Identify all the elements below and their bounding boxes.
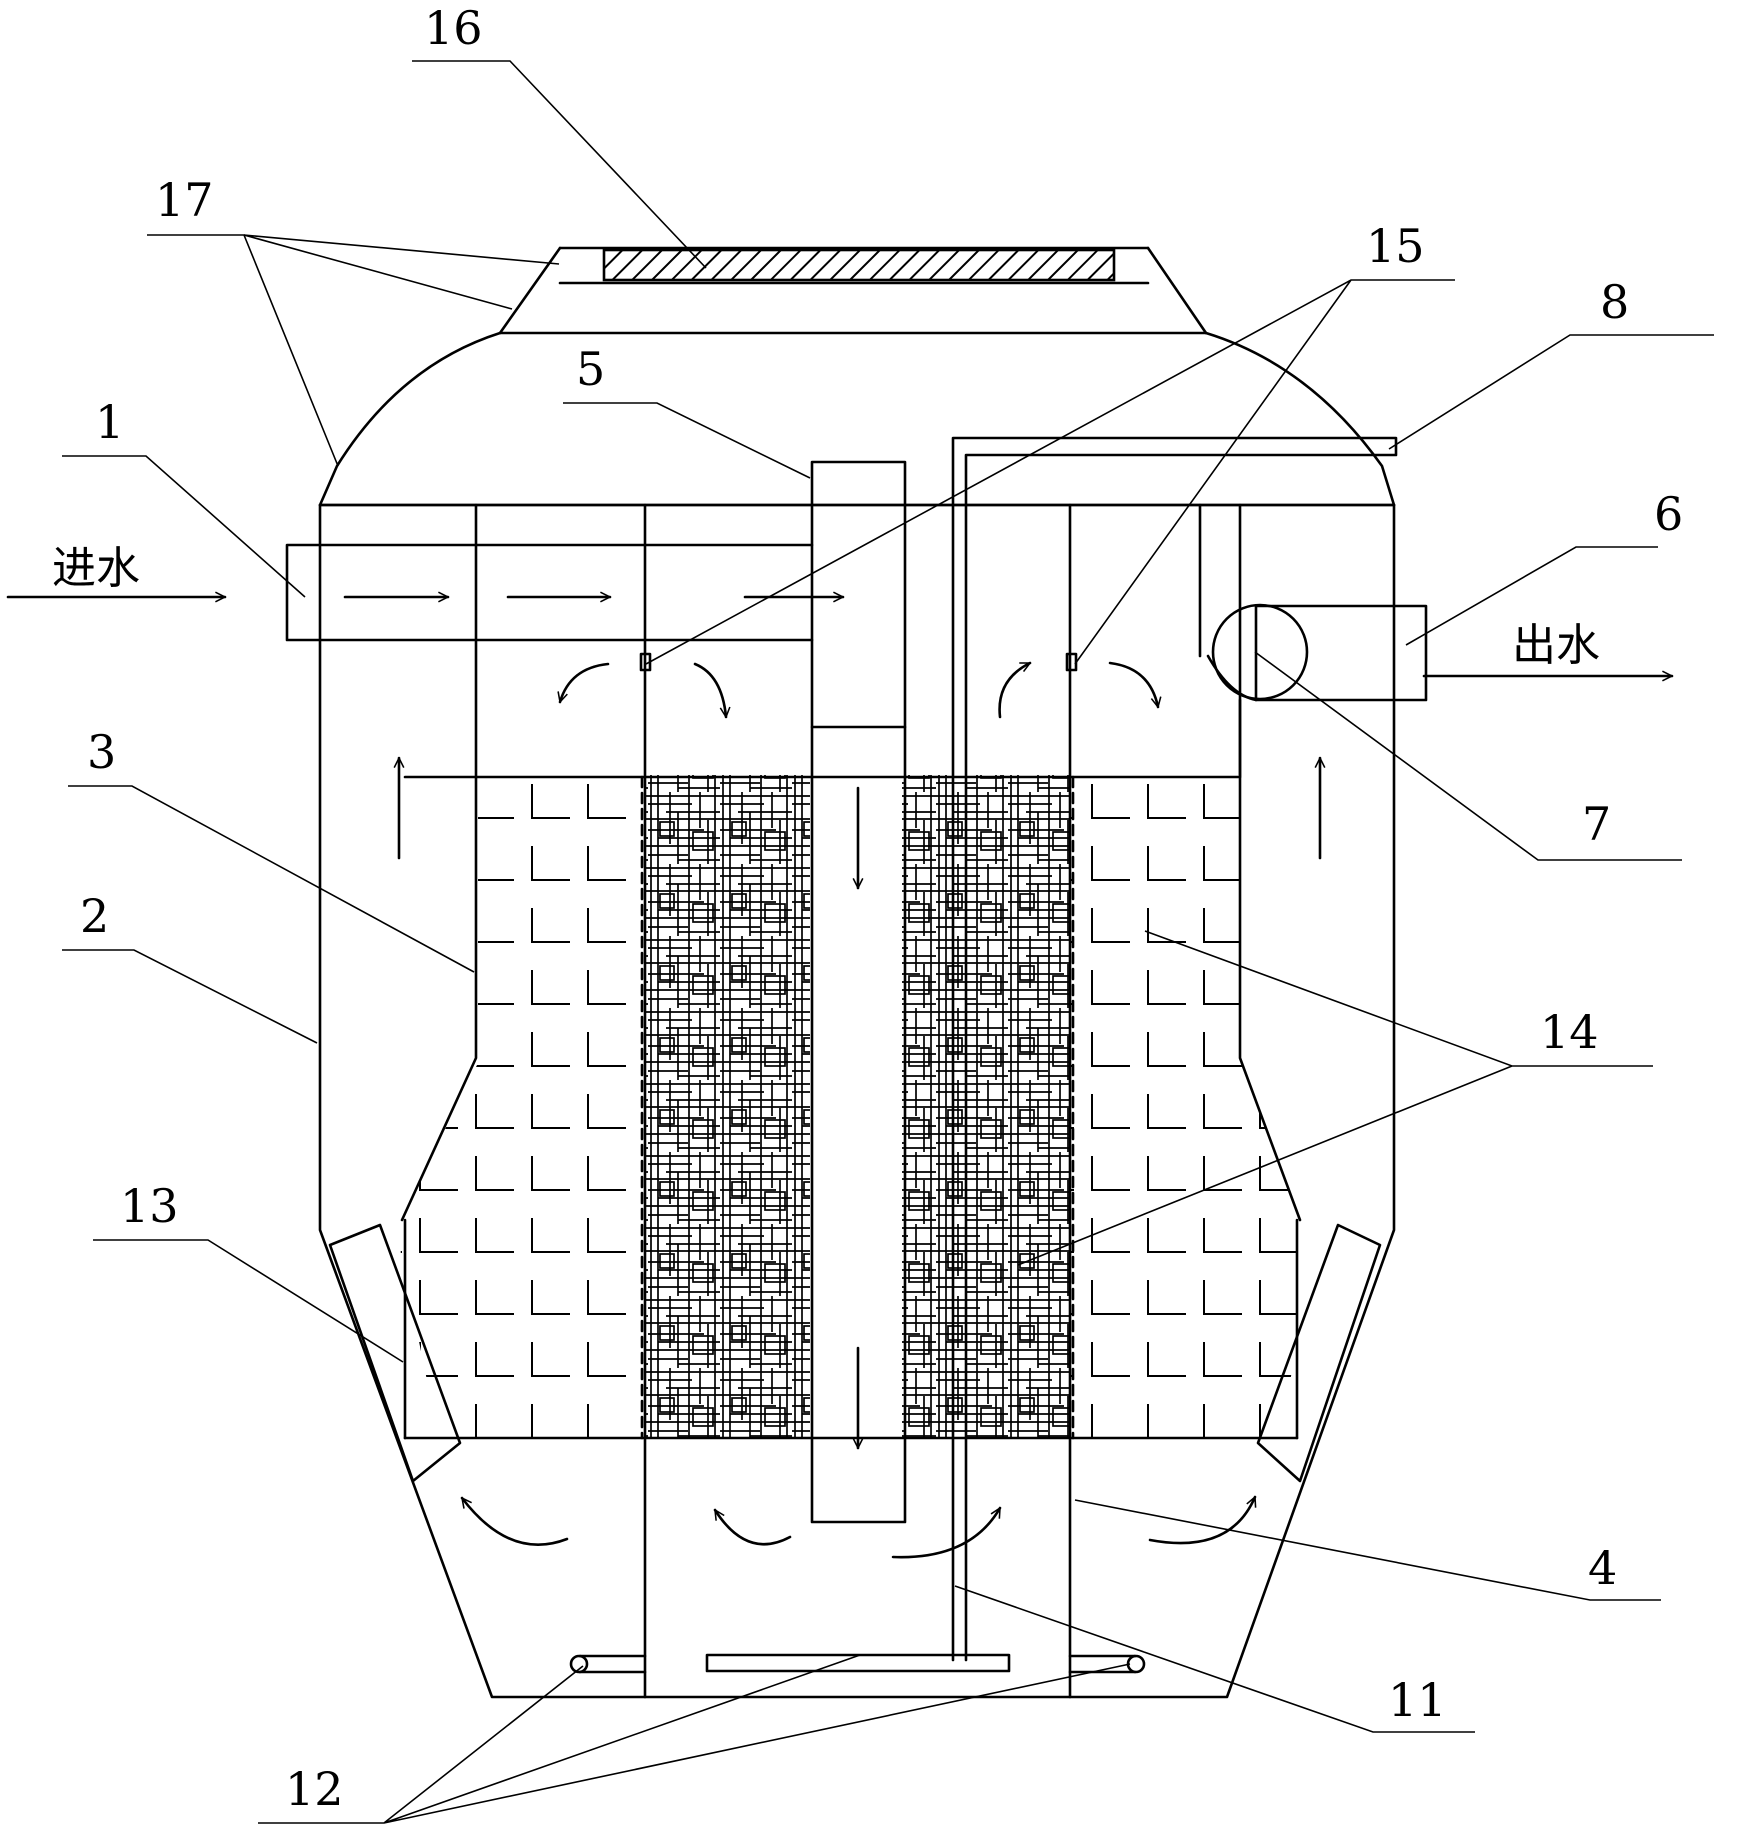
outlet-drum [1211,603,1309,701]
outlet-pipe [1254,604,1428,702]
callout-8: 8 [1600,275,1629,329]
inclined-plates [328,1223,1382,1483]
callout-7: 7 [1582,797,1611,851]
callout-13: 13 [120,1179,179,1233]
bottom-distributors [569,1654,1146,1674]
callout-3: 3 [87,725,116,779]
callout-11: 11 [1388,1673,1447,1727]
right-open-packing [1070,775,1300,1438]
callout-2: 2 [80,889,109,943]
sealed-cover [602,248,1116,282]
inlet-pipe [285,543,814,642]
left-open-packing [400,775,642,1438]
right-dense-packing [902,775,1070,1438]
partitions [400,503,1302,1699]
outlet-assembly [1198,503,1428,779]
callout-15: 15 [1366,219,1425,273]
callout-labels: 1 2 3 4 5 6 7 8 11 12 13 14 15 16 17 [80,1,1683,1816]
sensor-right [1065,652,1078,672]
tank-shell [318,246,1396,1699]
callout-1: 1 [95,395,124,449]
flow-arrows [6,597,1674,1559]
callout-5: 5 [576,342,605,396]
bottom-aerator [705,1653,1011,1673]
callout-12: 12 [285,1762,344,1816]
leader-lines [62,60,1714,1824]
inlet-label: 进水 [52,543,140,594]
callout-6: 6 [1654,487,1683,541]
dome-top [318,331,1396,507]
callout-17: 17 [155,173,214,227]
callout-16: 16 [424,1,483,55]
outlet-label: 出水 [1512,620,1600,671]
left-dense-packing [645,775,810,1438]
callout-4: 4 [1588,1541,1617,1595]
packing-media [400,775,1300,1438]
callout-14: 14 [1540,1005,1599,1059]
central-downcomer [810,460,907,1524]
